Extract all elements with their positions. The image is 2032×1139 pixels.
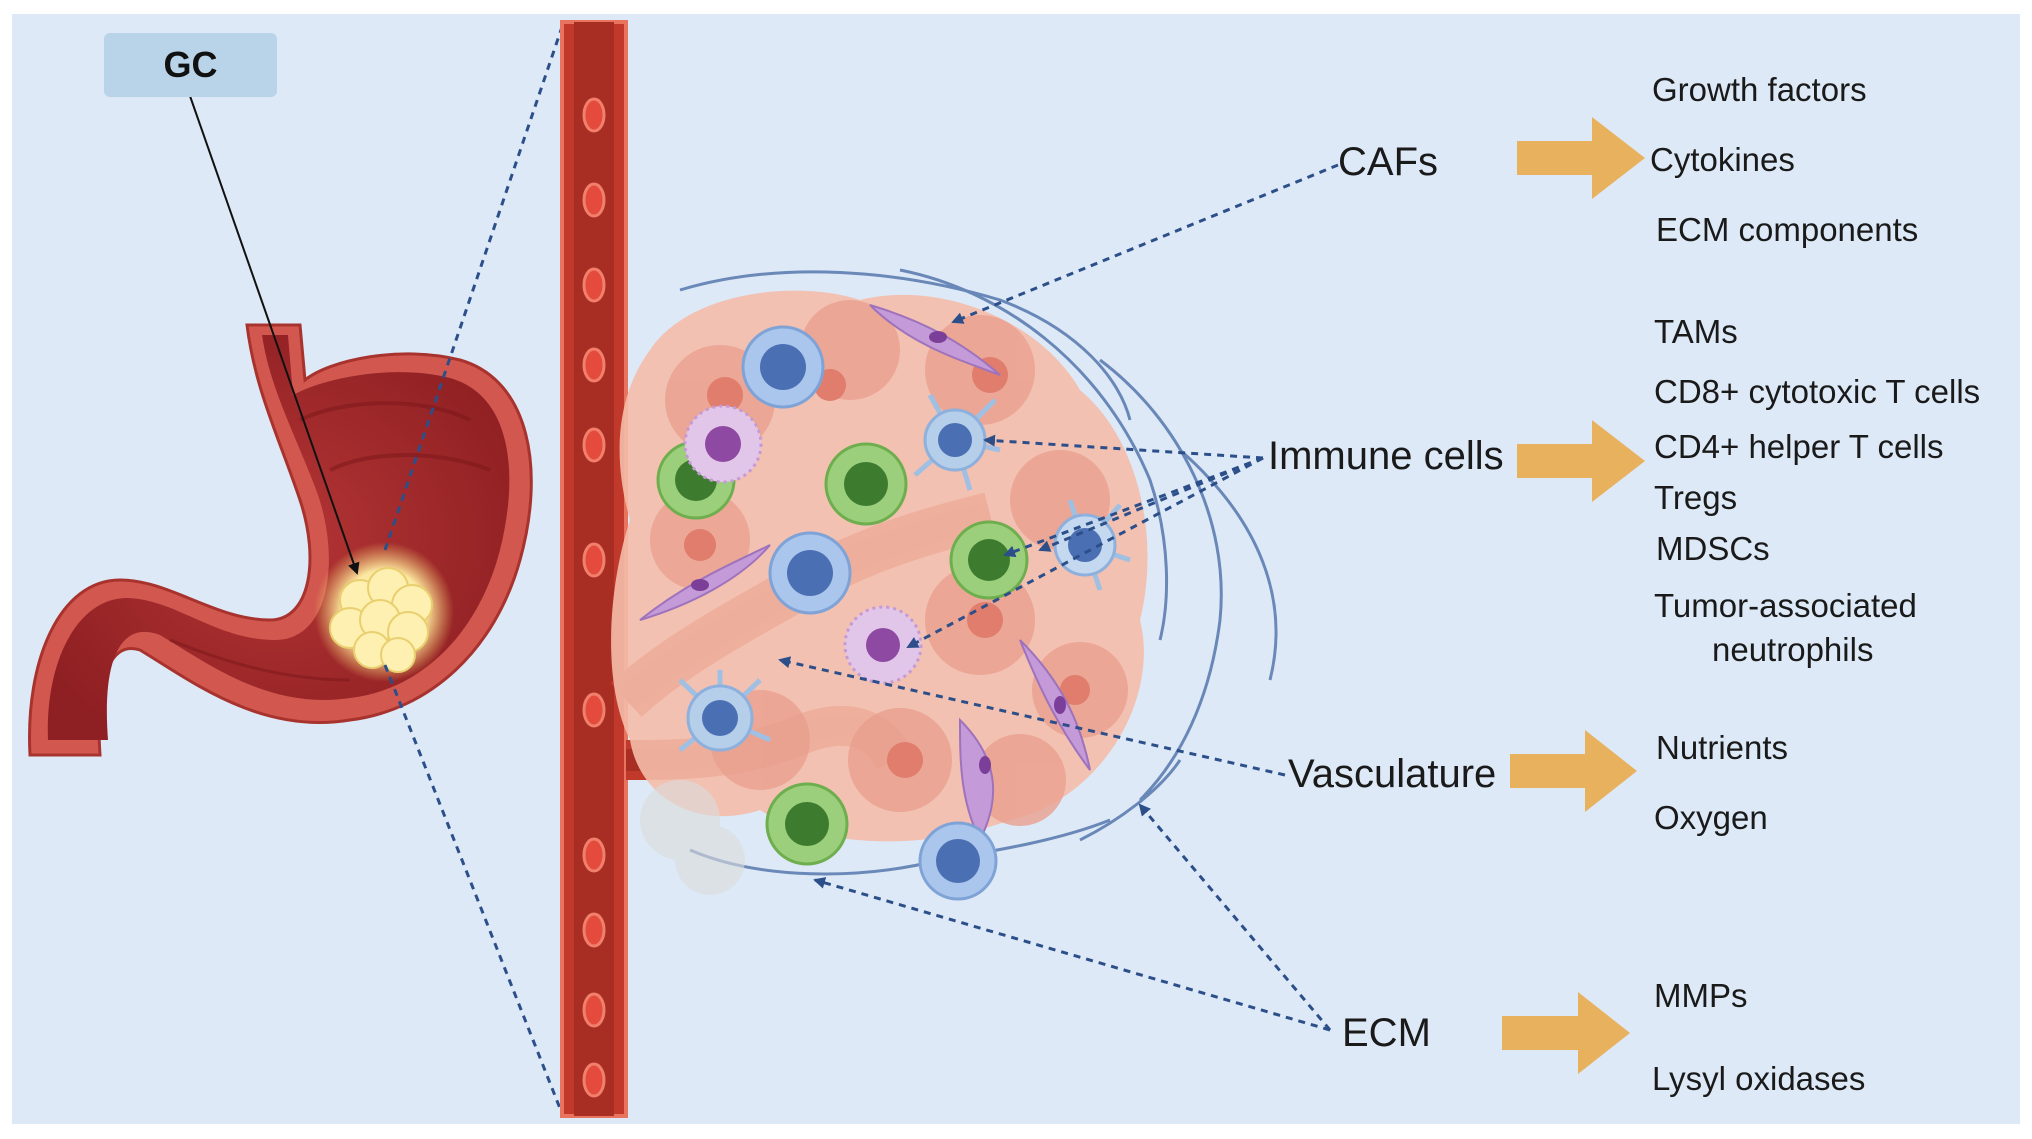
cafs-item: Cytokines bbox=[1650, 141, 1795, 178]
immune-item: CD8+ cytotoxic T cells bbox=[1654, 373, 1981, 410]
cafs-item: ECM components bbox=[1656, 211, 1919, 248]
blue-t-cell bbox=[741, 325, 825, 409]
green-cell bbox=[949, 520, 1029, 600]
gc-label: GC bbox=[104, 33, 277, 97]
vasculature-item: Oxygen bbox=[1654, 799, 1768, 836]
immune-cells bbox=[656, 325, 1131, 901]
zoom-line-top bbox=[383, 23, 565, 551]
orange-arrows bbox=[1502, 117, 1645, 1074]
ecm-item: Lysyl oxidases bbox=[1652, 1060, 1866, 1097]
immune-item: Tregs bbox=[1654, 479, 1738, 516]
cafs-item: Growth factors bbox=[1652, 71, 1867, 108]
immune-item: neutrophils bbox=[1712, 631, 1874, 668]
category-label-cafs: CAFs bbox=[1338, 140, 1438, 184]
immune-item: MDSCs bbox=[1656, 530, 1770, 567]
blue-t-cell bbox=[918, 821, 998, 901]
ecm-arrow bbox=[1502, 992, 1630, 1074]
immune-item: TAMs bbox=[1654, 313, 1738, 350]
cafs-arrow bbox=[1517, 117, 1645, 199]
stomach-illustration bbox=[28, 323, 533, 757]
purple-cell bbox=[683, 404, 763, 484]
category-label-vasculature: Vasculature bbox=[1288, 752, 1497, 796]
immune-item: Tumor-associated bbox=[1654, 587, 1917, 624]
faint-cells bbox=[640, 780, 745, 895]
ecm-item: MMPs bbox=[1654, 977, 1748, 1014]
blue-t-cell bbox=[768, 531, 852, 615]
green-cell bbox=[824, 442, 908, 526]
gc-pointer-line bbox=[189, 95, 360, 575]
immune-arrow bbox=[1517, 420, 1645, 502]
category-label-ecm: ECM bbox=[1342, 1011, 1431, 1055]
category-label-immune-cells: Immune cells bbox=[1268, 434, 1504, 478]
red-blood-cells bbox=[582, 97, 606, 1098]
purple-cell bbox=[843, 605, 923, 685]
vasculature-arrow bbox=[1510, 730, 1637, 812]
gastric-tumor bbox=[329, 567, 433, 673]
vasculature-item: Nutrients bbox=[1656, 729, 1789, 766]
green-cell bbox=[765, 782, 849, 866]
dashed-arrows bbox=[778, 163, 1339, 1032]
zoom-line-bottom bbox=[383, 664, 565, 1117]
immune-item: CD4+ helper T cells bbox=[1654, 428, 1944, 465]
